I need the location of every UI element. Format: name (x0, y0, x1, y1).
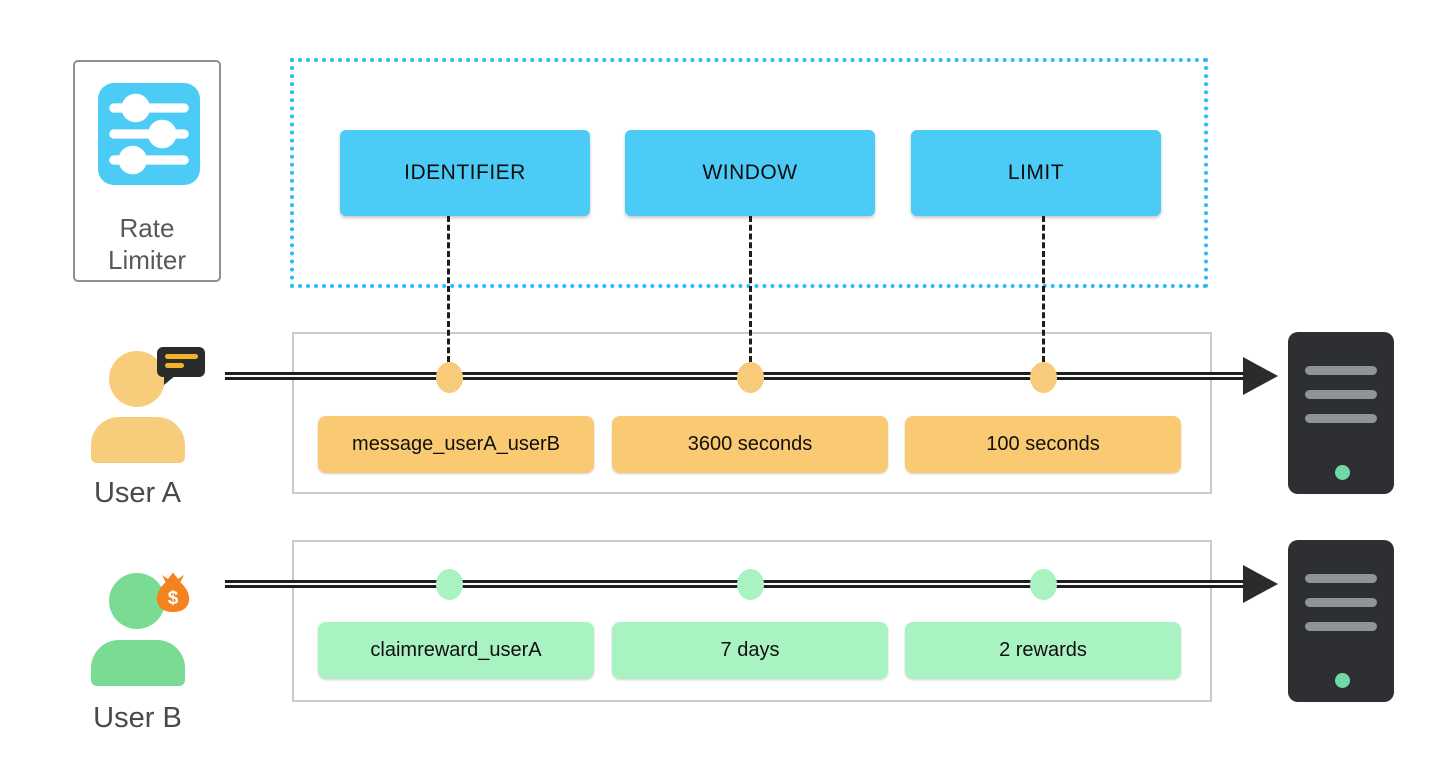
server-bar (1305, 622, 1377, 631)
value-label: claimreward_userA (370, 639, 542, 661)
flow-dot (436, 569, 463, 600)
flow-dot (436, 362, 463, 393)
server-bar (1305, 574, 1377, 583)
connector-limit (1042, 216, 1045, 362)
connector-window (749, 216, 752, 362)
server-bar (1305, 366, 1377, 375)
field-label-identifier: IDENTIFIER (404, 161, 526, 184)
chat-bubble-icon (157, 347, 205, 385)
connector-identifier (447, 216, 450, 362)
value-box-identifier-b: claimreward_userA (318, 622, 594, 679)
field-box-identifier: IDENTIFIER (340, 130, 590, 216)
value-label: 7 days (720, 639, 780, 661)
value-box-limit-a: 100 seconds (905, 416, 1181, 473)
arrow-line-user-b (225, 580, 1247, 588)
server-led (1335, 465, 1350, 480)
user-a-figure: User A (60, 345, 215, 520)
field-box-limit: LIMIT (911, 130, 1161, 216)
user-b-figure: $ User B (60, 567, 215, 742)
user-a-head (109, 351, 165, 407)
user-b-head (109, 573, 165, 629)
value-label: 3600 seconds (687, 433, 813, 455)
flow-dot (737, 362, 764, 393)
money-bag-icon: $ (156, 572, 190, 612)
svg-text:$: $ (168, 588, 179, 609)
flow-dot (1030, 569, 1057, 600)
server-led (1335, 673, 1350, 688)
value-box-window-a: 3600 seconds (612, 416, 888, 473)
user-b-label: User B (93, 702, 182, 734)
arrow-head-user-a (1243, 357, 1278, 395)
rate-limiter-label: Rate Limiter (75, 212, 219, 276)
value-label: message_userA_userB (352, 433, 560, 455)
arrow-line-user-a (225, 372, 1247, 380)
server-bar (1305, 414, 1377, 423)
sliders-icon (98, 83, 200, 185)
value-box-identifier-a: message_userA_userB (318, 416, 594, 473)
user-a-torso (91, 417, 185, 463)
rate-limiter-label-line1: Rate (119, 213, 175, 243)
server-bar (1305, 598, 1377, 607)
field-label-window: WINDOW (702, 161, 798, 184)
user-a-label: User A (93, 477, 182, 509)
user-b-torso (91, 640, 185, 686)
value-label: 2 rewards (999, 639, 1087, 661)
server-bar (1305, 390, 1377, 399)
flow-dot (737, 569, 764, 600)
server-icon (1288, 540, 1394, 702)
value-box-limit-b: 2 rewards (905, 622, 1181, 679)
field-label-limit: LIMIT (1007, 161, 1065, 184)
arrow-head-user-b (1243, 565, 1278, 603)
rate-limiter-card: Rate Limiter (73, 60, 221, 282)
rate-limiter-label-line2: Limiter (107, 245, 186, 275)
field-box-window: WINDOW (625, 130, 875, 216)
flow-dot (1030, 362, 1057, 393)
value-box-window-b: 7 days (612, 622, 888, 679)
value-label: 100 seconds (986, 433, 1100, 455)
server-icon (1288, 332, 1394, 494)
